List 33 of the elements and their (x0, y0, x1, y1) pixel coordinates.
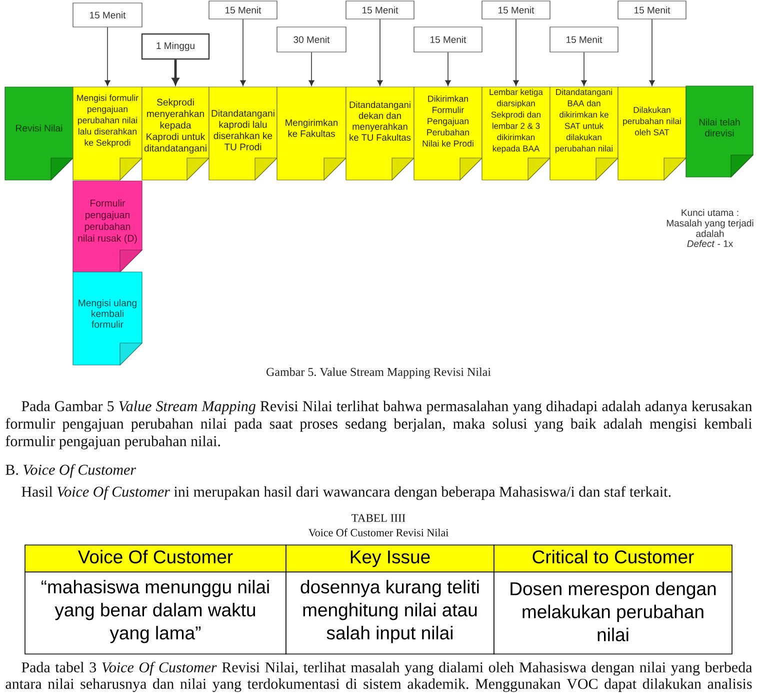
paragraph: Pada Gambar 5 Value Stream Mapping Revisi Nilai terlihat bahwa permasalahan yang dihadapi adalah adanya kerusakan formulir pengajuan perubahan nilai pada saat proses sedang berjalan, maka solusi yang baik adalah mengisi kembali formulir pengajuan perubahan nilai. (6, 400, 752, 450)
arrow (445, 52, 451, 86)
time-box: 15 Menit (208, 0, 278, 20)
table-cell: dosennya kurang teliti menghitung nilai atau salah input nilai (286, 572, 494, 654)
arrow (377, 18, 383, 86)
time-box: 15 Menit (346, 0, 414, 20)
header-cell: Key Issue (286, 544, 494, 572)
header-cell: Voice Of Customer (24, 544, 286, 572)
table-title: Voice Of Customer Revisi Nilai (308, 528, 448, 536)
arrow (104, 26, 110, 86)
arrow (581, 52, 587, 86)
arrow (240, 18, 246, 86)
arrow (513, 18, 519, 86)
table-cell: “mahasiswa menunggu nilai yang benar dalam waktu yang lama” (24, 572, 286, 654)
section-heading: B. Voice Of Customer (6, 464, 136, 478)
arrow (172, 60, 180, 85)
time-box: 1 Minggu (141, 33, 210, 60)
time-box: 15 Menit (414, 26, 482, 52)
arrow (308, 52, 314, 86)
time-box: 15 Menit (482, 0, 550, 20)
time-box: 15 Menit (72, 2, 142, 28)
note-text: Kunci utama : Masalah yang terjadi adalah (666, 209, 754, 237)
paragraph: Hasil Voice Of Customer ini merupakan hasil dari wawancara dengan beberapa Mahasiswa/i dan staf terkait. (22, 486, 671, 500)
paragraph: Pada tabel 3 Voice Of Customer Revisi Nilai, terlihat masalah yang dialami oleh Mahasiswa dengan nilai yang berbeda antara nilai seharusnya dan nilai yang terdokumentasi di sistem akademik. Menggunakan VOC dapat dilakukan analisis (6, 662, 752, 692)
time-box: 30 Menit (276, 26, 346, 52)
note-text: Defect - 1x (687, 240, 734, 247)
arrow (649, 18, 655, 86)
time-box: 15 Menit (550, 26, 618, 52)
table-title: TABEL IIII (352, 514, 406, 522)
table-cell: Dosen merespon dengan melakukan perubahan nilai (494, 572, 732, 654)
figure-caption: Gambar 5. Value Stream Mapping Revisi Nilai (266, 368, 491, 378)
time-box: 15 Menit (618, 0, 686, 20)
header-cell: Critical to Customer (494, 544, 732, 572)
